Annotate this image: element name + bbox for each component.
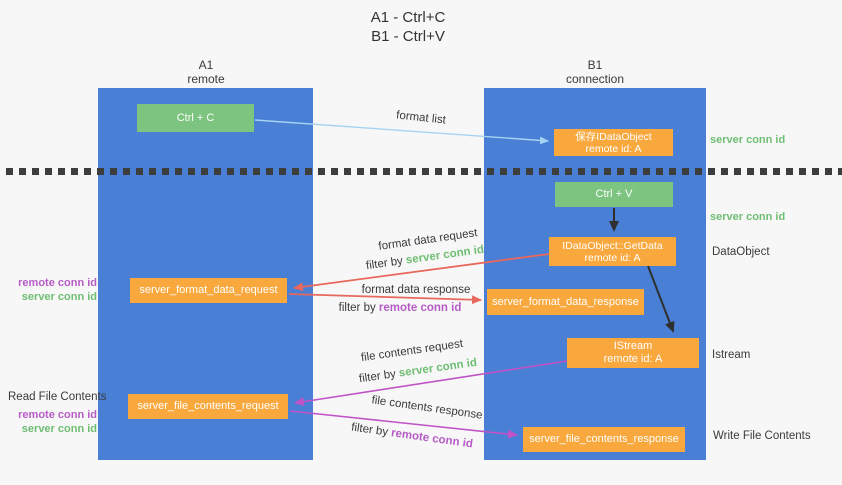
side-label-dataobject: DataObject [712, 246, 770, 258]
side-group-file-conn-ids: remote conn id server conn id [10, 409, 97, 436]
side-label-server-conn-id-2: server conn id [21, 422, 97, 435]
lane-header-a1: A1 remote [187, 58, 224, 86]
node-server-format-data-request: server_format_data_request [130, 278, 287, 303]
node-ctrl-c: Ctrl + C [137, 104, 254, 132]
edge-label-filter-by-remote-1: filter by remote conn id [339, 302, 462, 314]
edge-label-filter-by-remote-2: filter by remote conn id [350, 422, 473, 451]
server-format-data-response-label: server_format_data_response [492, 295, 639, 308]
session-divider-dotted-line [6, 168, 842, 175]
lane-a1-role: remote [187, 72, 225, 86]
node-server-format-data-response: server_format_data_response [487, 289, 644, 315]
remote-conn-id-text: remote conn id [378, 302, 462, 314]
side-label-write-file-contents: Write File Contents [713, 430, 811, 442]
ctrl-c-label: Ctrl + C [176, 111, 215, 124]
node-ctrl-v: Ctrl + V [555, 182, 673, 207]
server-format-data-request-label: server_format_data_request [139, 284, 278, 296]
getdata-line2: remote id: A [584, 251, 641, 264]
filter-by-text: filter by [338, 302, 379, 314]
side-label-server-conn-id-mid: server conn id [710, 211, 786, 223]
filter-by-text: filter by [350, 421, 392, 440]
ctrl-v-label: Ctrl + V [595, 188, 633, 200]
lane-header-b1: B1 connection [566, 58, 624, 86]
lane-b1-id: B1 [587, 58, 603, 72]
node-idataobject-getdata: IDataObject::GetData remote id: A [549, 237, 676, 266]
save-idataobject-line1: 保存IDataObject [575, 130, 652, 143]
istream-line1: IStream [613, 340, 653, 352]
title-line-2: B1 - Ctrl+V [371, 28, 445, 45]
edge-label-format-data-response: format data response [361, 284, 471, 296]
side-label-server-conn-id-top: server conn id [710, 134, 786, 146]
filter-by-text: filter by [358, 367, 400, 386]
server-file-contents-response-label: server_file_contents_response [529, 433, 679, 445]
node-save-idataobject: 保存IDataObject remote id: A [554, 129, 673, 156]
node-istream: IStream remote id: A [567, 338, 699, 368]
save-idataobject-line2: remote id: A [585, 142, 642, 155]
side-label-istream: Istream [712, 349, 751, 361]
lane-a1-id: A1 [198, 58, 214, 72]
server-file-contents-request-label: server_file_contents_request [137, 400, 279, 412]
title-line-1: A1 - Ctrl+C [370, 9, 446, 26]
getdata-line1: IDataObject::GetData [562, 239, 663, 252]
remote-conn-id-text: remote conn id [390, 427, 474, 451]
istream-line2: remote id: A [603, 353, 663, 365]
side-label-read-file-contents: Read File Contents [8, 391, 107, 403]
server-conn-id-text: server conn id [398, 356, 478, 380]
diagram-title: A1 - Ctrl+C B1 - Ctrl+V [371, 8, 446, 46]
edge-label-file-contents-response: file contents response [370, 394, 484, 422]
edge-label-format-list: format list [395, 109, 447, 127]
side-label-server-conn-id-1: server conn id [21, 290, 97, 303]
side-label-remote-conn-id-1: remote conn id [18, 277, 97, 289]
lane-b1-role: connection [565, 72, 625, 86]
node-server-file-contents-request: server_file_contents_request [128, 394, 288, 419]
node-server-file-contents-response: server_file_contents_response [523, 427, 685, 452]
side-group-format-conn-ids: remote conn id server conn id [10, 277, 97, 304]
side-label-remote-conn-id-2: remote conn id [18, 409, 97, 421]
filter-by-text: filter by [365, 254, 407, 273]
